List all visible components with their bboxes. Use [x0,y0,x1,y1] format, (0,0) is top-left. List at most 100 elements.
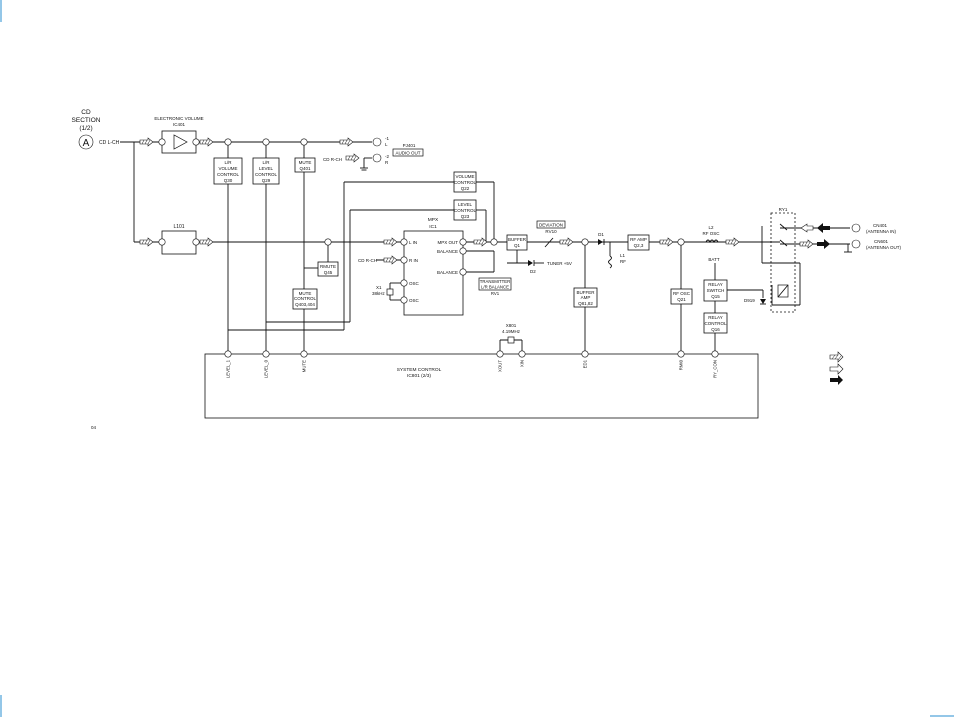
signal-arrows [139,137,814,265]
svg-text:BALANCE: BALANCE [437,270,458,275]
signal-arrow-icon [799,239,814,249]
svg-text:Q23: Q23 [461,214,470,219]
rf-osc-q21-block: RF OSC Q21 [670,288,693,305]
svg-text:CD R-CH: CD R-CH [323,157,342,162]
pin-terminal [677,350,685,358]
svg-text:4.19MHz: 4.19MHz [502,329,521,334]
svg-text:PJ401: PJ401 [403,143,416,148]
svg-text:-2: -2 [385,154,389,159]
svg-text:X1: X1 [376,285,382,290]
svg-text:R IN: R IN [409,258,418,263]
svg-text:D1: D1 [598,232,604,237]
sys-pin-label: RMI0 [679,359,684,370]
antenna-signal-arrows [817,223,830,249]
system-control-block: SYSTEM CONTROL IC801 (2/3) [204,353,759,419]
legend-solid-arrow-icon [830,375,843,385]
svg-text:Q16: Q16 [711,327,720,332]
pin-terminal [677,238,685,246]
rmute-block: RMUTE Q45 [317,261,339,277]
svg-text:RELAY: RELAY [708,282,722,287]
open-arrow-icon [800,223,814,233]
svg-text:CONTROL: CONTROL [255,172,277,177]
sys-pin-label: XOUT [498,360,503,372]
svg-text:CONTROL: CONTROL [454,208,476,213]
svg-text:BUFFER: BUFFER [508,237,527,242]
pin-terminal [158,138,166,146]
lr-volume-control-block: L/R VOLUME CONTROL Q30 [213,157,243,185]
svg-text:RF AMP: RF AMP [630,237,647,242]
svg-text:SWITCH: SWITCH [707,288,725,293]
pin-terminal [459,247,467,255]
electronic-volume-block: ELECTRONIC VOLUME IC401 [154,116,204,154]
transmitter-balance: TRANSMITTER L/R BALANCE RV1 [478,277,512,296]
pin-terminal [300,138,308,146]
svg-text:BALANCE: BALANCE [437,249,458,254]
pin-terminal [158,238,166,246]
pin-terminal [400,238,408,246]
signal-arrow-icon [139,237,154,247]
svg-text:DEVIATION: DEVIATION [539,223,563,228]
section-marker: A [83,138,90,149]
buffer-q1-block: BUFFER Q1 [506,234,528,251]
pin-terminal [262,138,270,146]
relay-ry1: RY1 D919 [744,207,796,313]
svg-text:Q45: Q45 [324,270,333,275]
svg-text:AUDIO OUT: AUDIO OUT [395,151,420,156]
svg-text:X801: X801 [506,323,517,328]
signal-legend [829,351,844,385]
legend-hatched-arrow-icon [829,351,844,363]
svg-text:(1/2): (1/2) [79,125,92,132]
volume-control-q22-block: VOLUME CONTROL Q22 [453,171,476,193]
svg-text:SYSTEM CONTROL: SYSTEM CONTROL [397,367,442,373]
svg-text:L/R BALANCE: L/R BALANCE [481,285,509,290]
signal-arrow-icon [199,137,214,147]
rf-amp-block: RF AMP Q2,3 [627,234,650,251]
antenna-jacks: CN401 (ANTENNA IN) CN601 (ANTENNA OUT) [844,223,902,253]
mute-q401-block: MUTE Q401 [294,157,316,173]
sys-pin-label: MUTE [302,360,307,372]
x801-crystal: X801 4.19MHz [502,323,521,344]
svg-text:RF: RF [620,259,626,264]
pin-terminal [192,238,200,246]
svg-text:Q2,3: Q2,3 [634,243,644,248]
svg-text:MPX: MPX [428,217,439,223]
svg-text:L2: L2 [708,225,714,230]
svg-text:RV10: RV10 [545,229,557,234]
svg-text:(ANTENNA OUT): (ANTENNA OUT) [866,245,902,250]
pin-terminal [400,256,408,264]
svg-text:LEVEL: LEVEL [458,202,473,207]
pin-terminal [400,296,408,304]
pin-terminal [490,238,498,246]
svg-text:OSC: OSC [409,298,420,303]
svg-text:VOLUME: VOLUME [218,166,237,171]
svg-text:RF OSC: RF OSC [673,291,691,296]
l101-block: L101 [161,224,197,255]
svg-text:LEVEL: LEVEL [259,166,274,171]
signal-arrow-icon [659,237,674,247]
svg-text:Q403,404: Q403,404 [295,302,315,307]
svg-text:Q22: Q22 [461,186,470,191]
signal-arrow-icon [199,237,214,247]
mpx-ic1-block: MPX IC1 L IN R IN OSC OSC MPX OUT BALANC… [403,217,464,316]
sys-pin-label: RY_CON [713,360,718,378]
relay-control-block: RELAY CONTROL Q16 [703,312,728,334]
sys-pin-label: ED1 [583,359,588,368]
svg-text:IC801 (2/3): IC801 (2/3) [407,373,431,379]
pin-terminal [324,238,332,246]
svg-text:D919: D919 [744,298,755,303]
svg-text:38kHz: 38kHz [372,291,386,296]
cd-lch-input-label: CD L-CH [99,140,120,146]
relay-switch-block: BATT RELAY SWITCH Q15 [703,257,728,302]
svg-text:TRANSMITTER: TRANSMITTER [480,279,511,284]
pj401-audio-out: -1 L -2 R PJ401 AUDIO OUT CD R-CH [323,136,424,171]
pin-terminal [192,138,200,146]
pin-terminal [518,350,526,358]
svg-text:D2: D2 [530,269,536,274]
connection-pins [158,138,719,358]
pin-terminal [581,350,589,358]
pin-terminal [496,350,504,358]
svg-text:Q21: Q21 [677,297,686,302]
